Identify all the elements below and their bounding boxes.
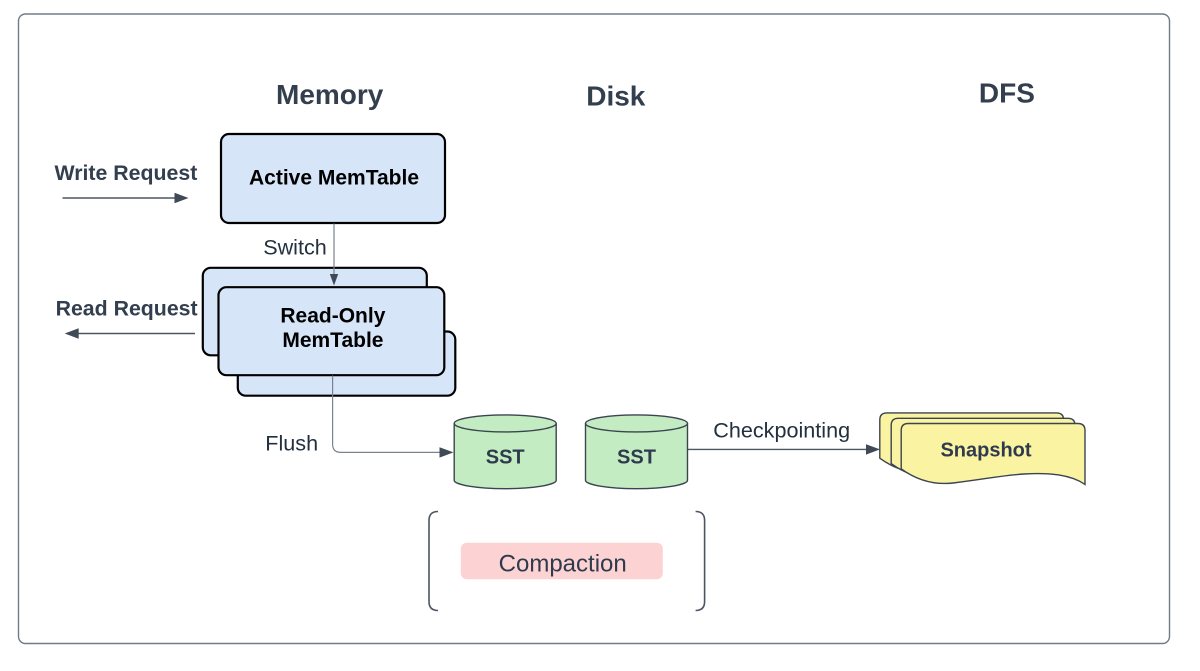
svg-text:Checkpointing: Checkpointing: [713, 418, 850, 443]
svg-text:Write Request: Write Request: [54, 161, 197, 185]
svg-text:Compaction: Compaction: [499, 550, 627, 577]
svg-text:Memory: Memory: [276, 79, 384, 110]
svg-text:Flush: Flush: [265, 431, 318, 456]
svg-text:SST: SST: [617, 447, 656, 469]
svg-text:Snapshot: Snapshot: [940, 440, 1031, 462]
svg-text:Read-Only: Read-Only: [280, 305, 385, 328]
svg-text:SST: SST: [486, 447, 525, 469]
svg-text:Read Request: Read Request: [56, 297, 198, 321]
svg-text:Disk: Disk: [586, 80, 646, 111]
svg-text:DFS: DFS: [979, 78, 1035, 109]
svg-text:MemTable: MemTable: [282, 329, 383, 352]
svg-text:Switch: Switch: [263, 234, 327, 259]
svg-text:Active MemTable: Active MemTable: [249, 167, 419, 190]
